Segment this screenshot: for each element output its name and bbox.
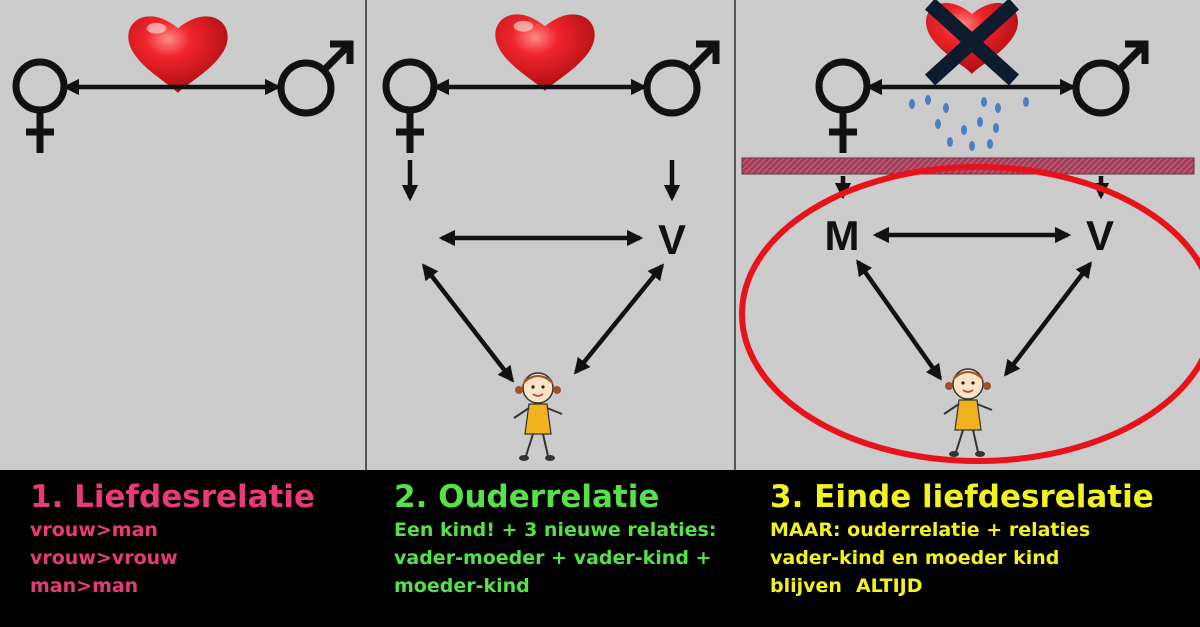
caption-panel-2: 2. Ouderrelatie Een kind! + 3 nieuwe rel… bbox=[394, 478, 716, 600]
caption-title-3: 3. Einde liefdesrelatie bbox=[770, 479, 1154, 515]
heart-icon bbox=[495, 14, 595, 92]
continuing-relations-ellipse bbox=[739, 164, 1200, 464]
caption-line: vader-kind en moeder kind bbox=[770, 547, 1060, 569]
tear-drops bbox=[909, 95, 1029, 151]
child-figure bbox=[943, 368, 993, 457]
caption-line: vrouw>vrouw bbox=[30, 547, 178, 569]
caption-line: blijven ALTIJD bbox=[770, 572, 1154, 600]
arrow-v-child bbox=[1004, 261, 1092, 377]
caption-title-1: 1. Liefdesrelatie bbox=[30, 479, 316, 515]
caption-line: vader-moeder + vader-kind + bbox=[394, 547, 712, 569]
node-m: M bbox=[825, 212, 860, 259]
caption-title-2: 2. Ouderrelatie bbox=[394, 479, 660, 515]
caption-line: MAAR: ouderrelatie + relaties bbox=[770, 519, 1091, 541]
caption-line: vrouw>man bbox=[30, 519, 158, 541]
arrow-m-child bbox=[856, 259, 942, 381]
panel-divider bbox=[734, 0, 736, 470]
caption-line: man>man bbox=[30, 575, 139, 597]
caption-word-blijven: blijven bbox=[770, 575, 842, 597]
cross-icon bbox=[924, 0, 1020, 86]
panel-divider bbox=[365, 0, 367, 470]
panel-3-diagram: M V bbox=[739, 0, 1200, 464]
caption-word-altijd: ALTIJD bbox=[855, 575, 923, 597]
child-figure bbox=[513, 372, 563, 461]
node-v: V bbox=[1086, 212, 1114, 259]
caption-panel-1: 1. Liefdesrelatie vrouw>man vrouw>vrouw … bbox=[30, 478, 315, 600]
heart-icon bbox=[128, 16, 228, 94]
node-v: V bbox=[658, 216, 686, 263]
panel-2-diagram: V bbox=[382, 14, 720, 461]
caption-panel-3: 3. Einde liefdesrelatie MAAR: ouderrelat… bbox=[770, 478, 1154, 600]
caption-line: moeder-kind bbox=[394, 575, 530, 597]
arrow-v-child bbox=[573, 263, 665, 375]
caption-line: Een kind! + 3 nieuwe relaties: bbox=[394, 519, 717, 541]
arrow-m-child bbox=[422, 263, 514, 383]
panel-1-diagram bbox=[12, 16, 354, 153]
